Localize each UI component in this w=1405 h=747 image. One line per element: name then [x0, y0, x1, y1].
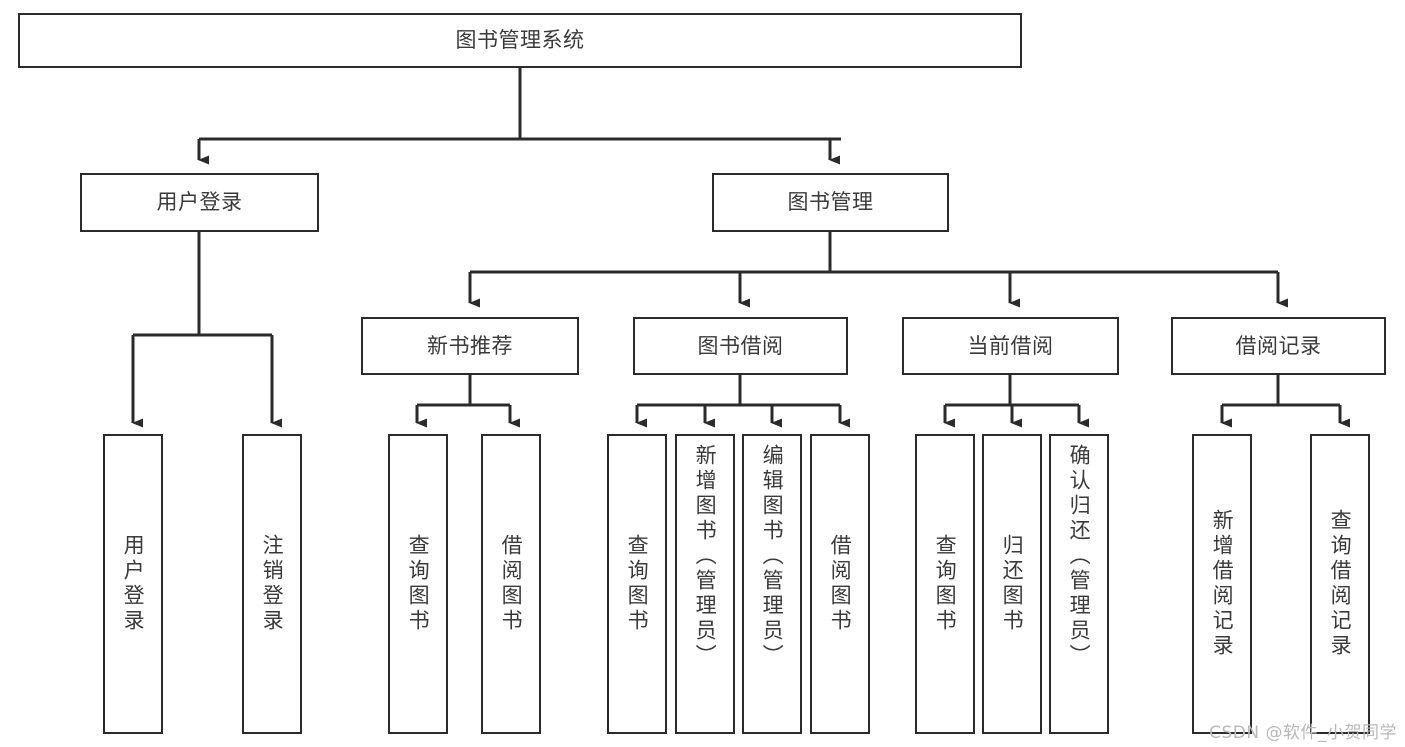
node-new-book-recommend[interactable]: 新书推荐: [361, 317, 579, 375]
node-label-leaf-current-return: 归还图书: [1000, 534, 1025, 634]
node-label-new-book-recommend: 新书推荐: [427, 333, 513, 358]
node-label-leaf-user-logout: 注销登录: [260, 534, 285, 634]
node-label-book-management: 图书管理: [787, 190, 874, 215]
node-book-borrow[interactable]: 图书借阅: [633, 317, 848, 375]
node-user-login[interactable]: 用户登录: [80, 173, 319, 232]
node-leaf-borrow-edit-book[interactable]: 编辑图书（管理员）: [742, 434, 802, 734]
node-label-leaf-newbook-query: 查询图书: [406, 534, 431, 634]
node-label-root: 图书管理系统: [455, 28, 585, 53]
node-root-system[interactable]: 图书管理系统: [18, 13, 1022, 68]
node-leaf-newbook-query[interactable]: 查询图书: [388, 434, 448, 734]
node-label-leaf-current-query: 查询图书: [933, 534, 958, 634]
node-label-leaf-newbook-borrow: 借阅图书: [499, 534, 524, 634]
node-leaf-borrow-add-book[interactable]: 新增图书（管理员）: [675, 434, 735, 734]
node-leaf-current-query[interactable]: 查询图书: [915, 434, 975, 734]
node-label-current-borrow: 当前借阅: [967, 333, 1054, 358]
node-label-leaf-borrow-edit-book: 编辑图书（管理员）: [760, 444, 785, 669]
node-leaf-record-query[interactable]: 查询借阅记录: [1310, 434, 1370, 734]
node-label-leaf-record-add: 新增借阅记录: [1210, 509, 1235, 659]
node-label-leaf-current-confirm-return: 确认归还（管理员）: [1067, 444, 1092, 669]
node-leaf-user-login-login[interactable]: 用户登录: [103, 434, 163, 734]
node-leaf-current-return[interactable]: 归还图书: [982, 434, 1042, 734]
node-label-leaf-record-query: 查询借阅记录: [1328, 509, 1353, 659]
node-label-leaf-borrow-add-book: 新增图书（管理员）: [693, 444, 718, 669]
node-leaf-borrow-query[interactable]: 查询图书: [607, 434, 667, 734]
node-label-book-borrow: 图书借阅: [697, 333, 784, 358]
node-leaf-current-confirm-return[interactable]: 确认归还（管理员）: [1049, 434, 1109, 734]
node-leaf-newbook-borrow[interactable]: 借阅图书: [481, 434, 541, 734]
node-leaf-user-logout[interactable]: 注销登录: [242, 434, 302, 734]
node-label-leaf-borrow-query: 查询图书: [625, 534, 650, 634]
node-book-management[interactable]: 图书管理: [712, 173, 949, 232]
node-current-borrow[interactable]: 当前借阅: [902, 317, 1119, 375]
node-label-leaf-borrow-borrow-book: 借阅图书: [828, 534, 853, 634]
node-leaf-record-add[interactable]: 新增借阅记录: [1192, 434, 1252, 734]
node-label-user-login: 用户登录: [156, 190, 243, 215]
node-label-borrow-record: 借阅记录: [1235, 333, 1322, 358]
node-label-leaf-user-login-login: 用户登录: [121, 534, 146, 634]
node-leaf-borrow-borrow-book[interactable]: 借阅图书: [810, 434, 870, 734]
node-borrow-record[interactable]: 借阅记录: [1171, 317, 1386, 375]
